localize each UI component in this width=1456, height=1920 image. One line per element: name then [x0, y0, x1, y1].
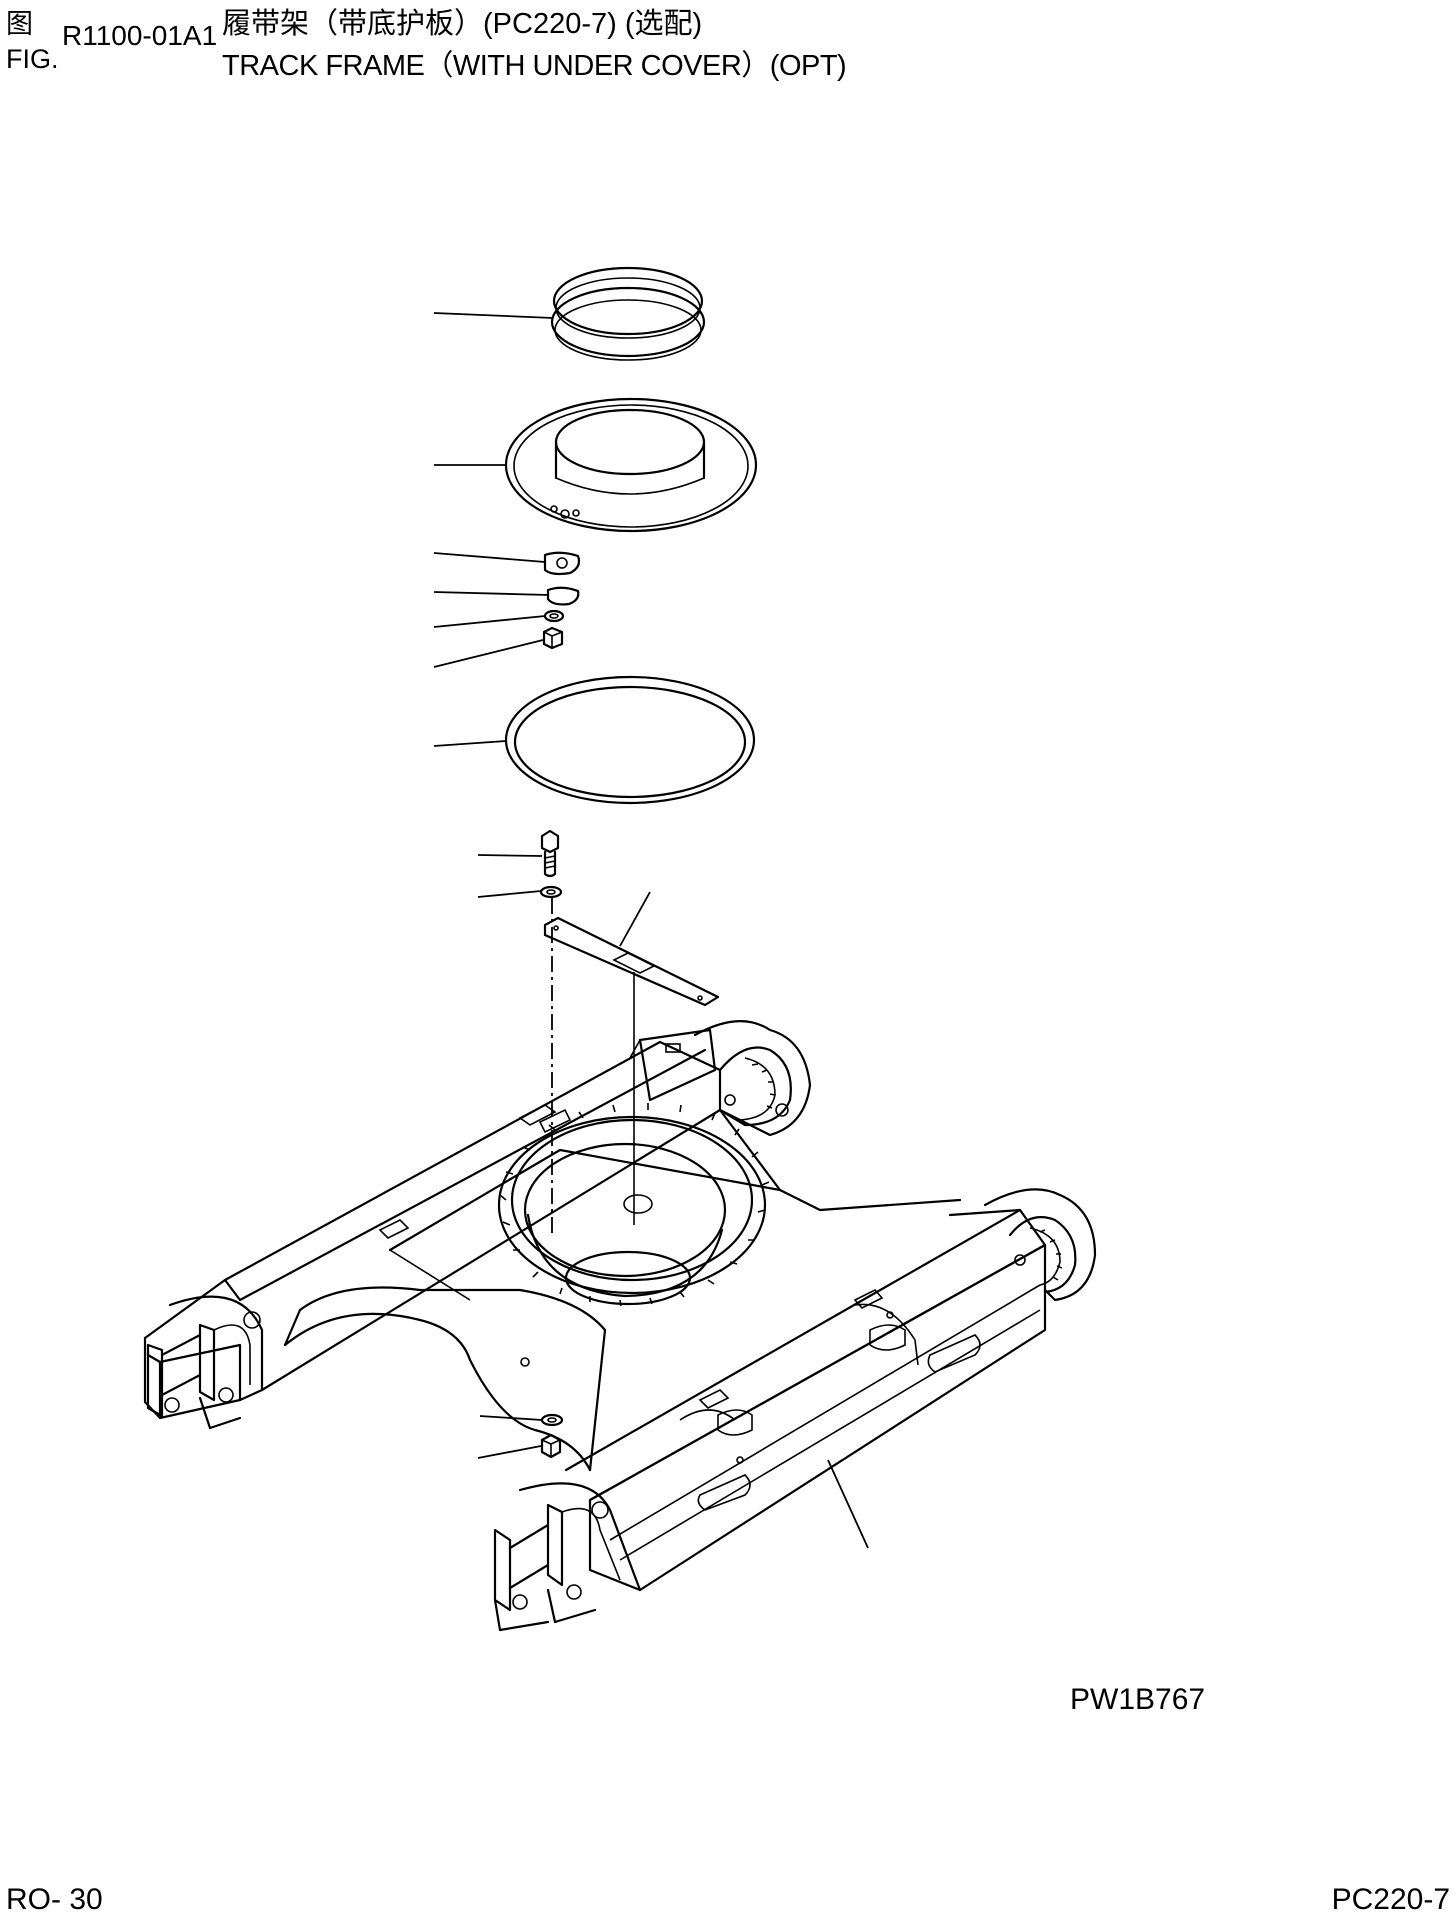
leader-line-small-plate — [433, 552, 546, 563]
title-cn: 履带架（带底护板）(PC220-7) (选配) — [222, 8, 703, 40]
under-cover-plate-part — [543, 916, 720, 1007]
lower-washer-part — [540, 1413, 564, 1427]
track-frame-part — [143, 1020, 1097, 1632]
bolt-part — [540, 829, 560, 878]
leader-line-lower-washer — [479, 1415, 543, 1421]
lower-nut-part — [540, 1433, 562, 1459]
leader-line-under-cover — [619, 891, 651, 947]
fig-label-en: FIG. — [6, 44, 59, 74]
fig-number: R1100-01A1 — [62, 20, 218, 51]
small-plate-part — [543, 551, 581, 576]
drawing-code: PW1B767 — [1070, 1683, 1206, 1716]
page-number: RO- 30 — [6, 1883, 103, 1916]
leader-line-bolt-washer — [477, 890, 542, 898]
leader-line-large-ring — [433, 740, 507, 747]
seal-ring-part — [550, 266, 706, 361]
leader-line-lower-nut — [477, 1445, 542, 1459]
cover-plate-part — [504, 397, 758, 533]
leader-line-washer — [433, 615, 546, 628]
gasket-part — [546, 586, 580, 606]
leader-line-bolt — [477, 854, 543, 857]
large-ring-part — [504, 675, 756, 805]
leader-line-gasket — [433, 591, 550, 596]
bolt-washer-part — [539, 885, 563, 899]
leader-line-nut — [433, 639, 544, 668]
nut-part — [542, 626, 564, 650]
fig-label-cn: 图 — [6, 9, 33, 39]
leader-line-track-frame — [827, 1459, 869, 1549]
washer-part — [543, 609, 565, 623]
leader-line-seal-ring — [433, 312, 554, 319]
model-name: PC220-7 — [1331, 1883, 1450, 1916]
title-en: TRACK FRAME（WITH UNDER COVER）(OPT) — [222, 50, 847, 82]
